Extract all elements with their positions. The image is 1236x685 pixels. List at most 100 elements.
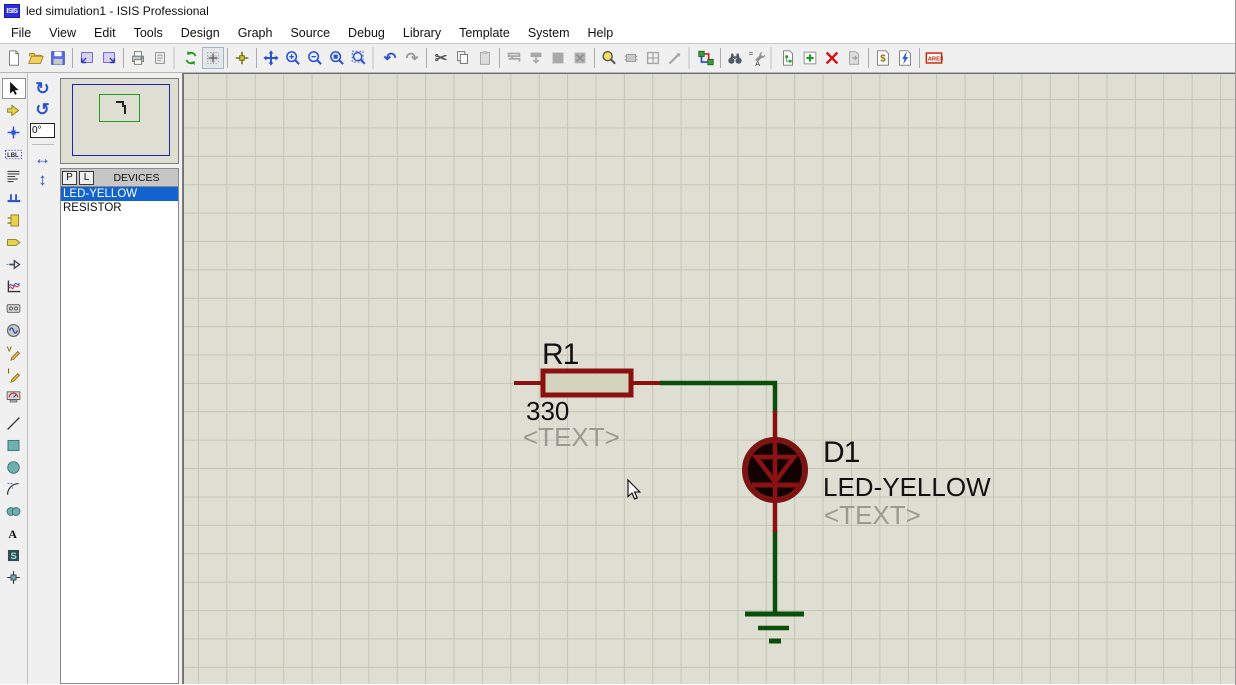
zoom-in-icon (286, 51, 300, 65)
ground-symbol[interactable] (745, 611, 804, 644)
refresh-display-button[interactable] (180, 47, 202, 69)
search-tag-button[interactable] (724, 47, 746, 69)
menu-debug[interactable]: Debug (348, 25, 385, 40)
voltage-probe-mode-button[interactable]: V (2, 342, 26, 363)
arc-2d-button[interactable] (2, 479, 26, 500)
text-2d-icon: A (8, 527, 17, 541)
virtual-instruments-mode-button[interactable] (2, 386, 26, 407)
wire-resistor-to-led[interactable] (660, 380, 778, 413)
import-section-button[interactable] (76, 47, 98, 69)
mark-output-button[interactable] (149, 47, 171, 69)
subcircuit-mode-button[interactable] (2, 210, 26, 231)
menu-help[interactable]: Help (587, 25, 614, 40)
schematic-overview[interactable] (60, 78, 179, 164)
open-file-button[interactable] (25, 47, 47, 69)
device-pins-icon (6, 259, 22, 270)
block-delete-button[interactable] (569, 47, 591, 69)
paste-button[interactable] (474, 47, 496, 69)
decompose-button[interactable] (664, 47, 686, 69)
zoom-out-icon (308, 51, 322, 65)
new-sheet-button[interactable] (799, 47, 821, 69)
cut-button[interactable]: ✂ (430, 47, 452, 69)
path-2d-button[interactable] (2, 501, 26, 522)
menu-system[interactable]: System (527, 25, 570, 40)
device-pins-mode-button[interactable] (2, 254, 26, 275)
menu-graph[interactable]: Graph (237, 25, 273, 40)
rotate-clockwise-button[interactable]: ↻ (35, 79, 50, 98)
overview-circuit-mark (124, 105, 126, 114)
menu-file[interactable]: File (11, 25, 32, 40)
generator-mode-button[interactable] (2, 320, 26, 341)
current-probe-mode-button[interactable]: I (2, 364, 26, 385)
pick-device-button[interactable] (598, 47, 620, 69)
wire-autorouter-button[interactable] (695, 47, 717, 69)
component-led-d1[interactable]: D1 LED-YELLOW <TEXT> (742, 411, 991, 532)
zoom-area-button[interactable] (348, 47, 370, 69)
component-mode-button[interactable] (2, 100, 26, 121)
packaging-tool-button[interactable] (642, 47, 664, 69)
window-title: led simulation1 - ISIS Professional (26, 4, 209, 18)
schematic-canvas[interactable]: R1 330 <TEXT> D (183, 73, 1235, 684)
menu-edit[interactable]: Edit (94, 25, 116, 40)
zoom-in-button[interactable] (282, 47, 304, 69)
zoom-out-button[interactable] (304, 47, 326, 69)
netlist-to-ares-button[interactable]: ARES (923, 47, 945, 69)
graph-mode-button[interactable] (2, 276, 26, 297)
menu-library[interactable]: Library (402, 25, 442, 40)
print-icon (132, 51, 144, 65)
design-explorer-button[interactable] (777, 47, 799, 69)
rotation-angle-input[interactable] (30, 123, 55, 138)
menu-tools[interactable]: Tools (133, 25, 163, 40)
packaging-tool-icon (646, 51, 660, 65)
buses-mode-button[interactable] (2, 188, 26, 209)
block-move-button[interactable] (525, 47, 547, 69)
bill-of-materials-icon: $ (877, 50, 889, 66)
print-button[interactable] (127, 47, 149, 69)
device-item-led-yellow[interactable]: LED-YELLOW (61, 187, 178, 201)
zoom-all-button[interactable] (326, 47, 348, 69)
pan-button[interactable] (260, 47, 282, 69)
block-copy-button[interactable] (503, 47, 525, 69)
text-2d-button[interactable]: A (2, 523, 26, 544)
copy-button[interactable] (452, 47, 474, 69)
mirror-vertical-button[interactable]: ↕ (38, 170, 47, 189)
redo-button[interactable]: ↷ (401, 47, 423, 69)
remove-sheet-button[interactable] (821, 47, 843, 69)
text-script-mode-button[interactable] (2, 166, 26, 187)
marker-2d-button[interactable] (2, 567, 26, 588)
save-file-button[interactable] (47, 47, 69, 69)
menu-source[interactable]: Source (290, 25, 331, 40)
property-assignment-button[interactable]: =A (746, 47, 768, 69)
selection-pointer-button[interactable] (1, 78, 26, 99)
tape-recorder-mode-button[interactable] (2, 298, 26, 319)
pick-devices-button[interactable]: P (62, 170, 77, 185)
menu-view[interactable]: View (49, 25, 77, 40)
box-2d-button[interactable] (2, 435, 26, 456)
library-manager-button[interactable]: L (79, 170, 94, 185)
bill-of-materials-button[interactable]: $ (872, 47, 894, 69)
device-item-resistor[interactable]: RESISTOR (63, 202, 122, 214)
circle-2d-button[interactable] (2, 457, 26, 478)
junction-dot-mode-button[interactable] (2, 122, 26, 143)
menu-design[interactable]: Design (180, 25, 220, 40)
new-file-button[interactable] (3, 47, 25, 69)
line-2d-button[interactable] (2, 413, 26, 434)
graph-mode-icon (7, 280, 21, 293)
wire-label-icon: LBL (5, 149, 22, 160)
menu-template[interactable]: Template (459, 25, 510, 40)
block-rotate-button[interactable] (547, 47, 569, 69)
make-device-button[interactable] (620, 47, 642, 69)
rotate-anticlockwise-button[interactable]: ↺ (35, 100, 50, 119)
wire-label-mode-button[interactable]: LBL (2, 144, 26, 165)
electrical-rules-check-button[interactable] (894, 47, 916, 69)
mirror-horizontal-button[interactable]: ↔ (34, 149, 51, 168)
terminals-mode-button[interactable] (2, 232, 26, 253)
export-section-button[interactable] (98, 47, 120, 69)
goto-sheet-button[interactable] (843, 47, 865, 69)
undo-button[interactable]: ↶ (379, 47, 401, 69)
toggle-grid-button[interactable] (202, 47, 224, 69)
component-resistor-r1[interactable]: R1 330 <TEXT> (514, 338, 660, 452)
symbol-2d-button[interactable]: S (2, 545, 26, 566)
subcircuit-icon (7, 214, 20, 227)
origin-button[interactable] (231, 47, 253, 69)
